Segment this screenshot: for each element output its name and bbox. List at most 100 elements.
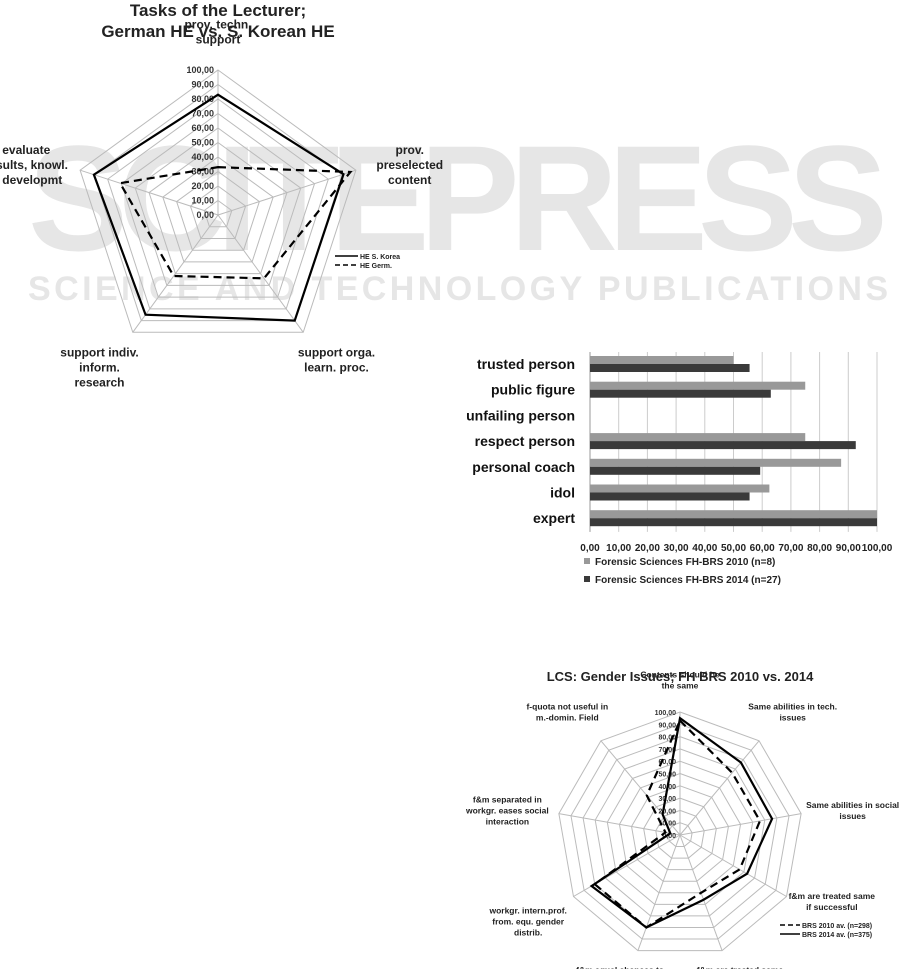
bar-2010 xyxy=(590,458,842,467)
axis-label: m.-domin. Field xyxy=(536,712,599,722)
legend-label: HE S. Korea xyxy=(360,254,400,261)
tick-label: 0,00 xyxy=(662,833,676,840)
axis-label: content xyxy=(388,173,431,187)
gridline xyxy=(107,98,329,310)
axis-label: results, knowl. xyxy=(0,158,68,172)
axis-line xyxy=(217,169,357,216)
tick-label: 60,00 xyxy=(191,123,214,133)
tick-label: 100,00 xyxy=(186,65,214,75)
radar-chart-lecturer-tasks: Tasks of the Lecturer; German HE vs. S. K… xyxy=(0,1,443,390)
gridline xyxy=(148,141,288,275)
tick-label: 40,00 xyxy=(191,152,214,162)
axis-label: support xyxy=(196,32,241,46)
legend-label: Forensic Sciences FH-BRS 2010 (n=8) xyxy=(595,557,775,568)
gridline xyxy=(594,748,766,917)
axis-line xyxy=(573,834,681,897)
bar-2010 xyxy=(590,510,877,519)
axis-label: issues xyxy=(779,712,806,722)
tick-label: 100,00 xyxy=(655,710,677,717)
axis-label: Same abilities in social xyxy=(806,800,899,810)
axis-label: Contents should be xyxy=(640,670,720,680)
category-label: public figure xyxy=(491,382,575,398)
watermark-sub: SCIENCE AND TECHNOLOGY PUBLICATIONS xyxy=(28,270,888,308)
axis-label: & developmt xyxy=(0,173,62,187)
series-line-he-s-korea xyxy=(92,93,345,322)
category-label: trusted person xyxy=(477,356,575,372)
axis-label: prov. xyxy=(396,143,424,157)
tick-label: 80,00 xyxy=(807,543,832,554)
gridline xyxy=(631,785,729,882)
legend-label: BRS 2014 av. (n=375) xyxy=(802,932,872,939)
category-label: personal coach xyxy=(472,459,575,475)
axis-label: f&m equal chances to xyxy=(576,965,664,969)
chart-title: German HE vs. S. Korean HE xyxy=(101,22,334,41)
tick-label: 10,00 xyxy=(191,196,214,206)
bar-2014 xyxy=(590,441,856,450)
tick-label: 100,00 xyxy=(862,543,893,554)
axis-label: preselected xyxy=(376,158,443,172)
radar-chart-gender-issues: LCS: Gender Issues; FH BRS 2010 vs. 2014… xyxy=(465,669,899,969)
gridline xyxy=(618,772,742,894)
axis-label: Same abilities in tech. xyxy=(748,701,837,711)
bar-2010 xyxy=(590,433,806,442)
tick-label: 60,00 xyxy=(750,543,775,554)
axis-line xyxy=(679,834,787,897)
tick-label: 70,00 xyxy=(191,109,214,119)
axis-line xyxy=(679,740,760,836)
bar-2014 xyxy=(590,389,771,398)
watermark-main: SCITEPRESS xyxy=(28,114,888,282)
axis-label: support indiv. xyxy=(60,346,138,360)
axis-label: prov. techn. xyxy=(184,17,251,31)
axis-label: distrib. xyxy=(514,928,542,938)
chart-title: LCS: Gender Issues; FH BRS 2010 vs. 2014 xyxy=(547,669,814,684)
gridline xyxy=(558,711,802,952)
legend-label: Forensic Sciences FH-BRS 2014 (n=27) xyxy=(595,575,781,586)
axis-label: f-quota not useful in xyxy=(526,701,608,711)
axis-label: learn. proc. xyxy=(304,361,369,375)
chart-title: Tasks of the Lecturer; xyxy=(130,1,306,20)
tick-label: 0,00 xyxy=(196,210,214,220)
axis-label: evaluate xyxy=(2,143,50,157)
axis-label: if successful xyxy=(806,902,858,912)
axis-line xyxy=(600,740,681,836)
tick-label: 50,00 xyxy=(721,543,746,554)
bar-2014 xyxy=(590,466,761,475)
tick-label: 90,00 xyxy=(836,543,861,554)
gridline xyxy=(176,170,260,251)
tick-label: 90,00 xyxy=(191,80,214,90)
gridline xyxy=(570,723,790,940)
axis-label: from. equ. gender xyxy=(492,917,564,927)
category-label: idol xyxy=(550,485,575,501)
axis-label: inform. xyxy=(79,361,120,375)
bar-2014 xyxy=(590,518,877,527)
category-label: expert xyxy=(533,510,575,526)
category-label: respect person xyxy=(475,433,575,449)
axis-label: the same xyxy=(662,681,699,691)
legend-swatch xyxy=(584,558,590,564)
tick-label: 80,00 xyxy=(658,735,676,742)
axis-label: workgr. eases social xyxy=(465,805,549,815)
gridline xyxy=(582,736,778,928)
axis-label: f&m are treated same xyxy=(697,965,784,969)
gridline xyxy=(667,822,693,848)
axis-line xyxy=(79,169,219,216)
tick-label: 80,00 xyxy=(191,94,214,104)
tick-label: 90,00 xyxy=(658,722,676,729)
tick-label: 20,00 xyxy=(191,181,214,191)
bar-2010 xyxy=(590,356,734,364)
tick-label: 50,00 xyxy=(191,138,214,148)
axis-line xyxy=(558,813,681,836)
gridline xyxy=(162,156,274,263)
gridline xyxy=(643,797,717,871)
axis-label: issues xyxy=(839,811,866,821)
bar-2010 xyxy=(590,484,770,493)
gridline xyxy=(79,69,357,333)
axis-line xyxy=(217,214,304,333)
gridline xyxy=(120,112,316,298)
tick-label: 60,00 xyxy=(658,759,676,766)
bar-2014 xyxy=(590,364,750,372)
tick-label: 20,00 xyxy=(635,543,660,554)
